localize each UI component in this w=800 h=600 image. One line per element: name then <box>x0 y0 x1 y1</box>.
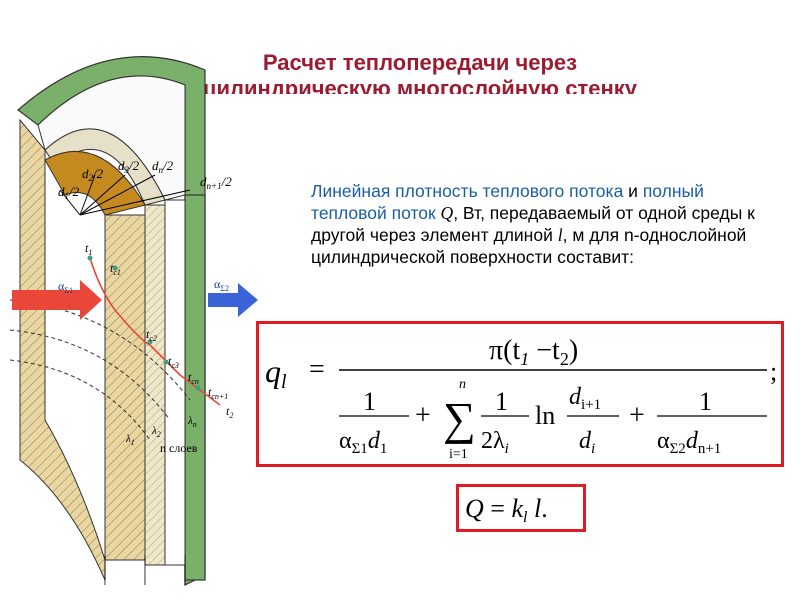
svg-text:;: ; <box>770 357 777 386</box>
svg-text:1: 1 <box>699 387 712 416</box>
label-lambdan: λn <box>187 415 197 429</box>
label-alpha2: αΣ2 <box>214 277 229 293</box>
title-line-2: цилиндрическую многослойную стенку <box>203 76 637 94</box>
label-tc1: tc1 <box>110 261 121 277</box>
label-t1: t1 <box>85 241 92 257</box>
label-n-layers: n слоев <box>160 441 198 455</box>
label-alpha1: αΣ1 <box>58 279 73 295</box>
heat-flux-formula-box: ql = π(t1 −t2) 1 αΣ1d1 + n ∑ i=1 1 2λi l… <box>256 321 784 467</box>
formula-term1-denominator: αΣ1d1 <box>339 428 387 457</box>
heat-out-arrow <box>208 283 258 317</box>
heat-flux-formula: ql = π(t1 −t2) 1 αΣ1d1 + n ∑ i=1 1 2λi l… <box>265 335 777 462</box>
total-heat-flux-formula: Q = kl l. <box>465 494 548 526</box>
svg-text:1: 1 <box>363 387 376 416</box>
formula-eq: = <box>309 354 325 385</box>
formula-term3-denominator: αΣ2dn+1 <box>657 428 721 457</box>
label-d3: d3/2 <box>118 158 140 175</box>
svg-text:+: + <box>629 400 645 431</box>
formula-lhs: ql <box>265 353 287 393</box>
slide-title: Расчет теплопередачи через цилиндрическу… <box>60 50 780 94</box>
label-lambda1: λ1 <box>125 433 135 447</box>
svg-text:+: + <box>415 400 431 431</box>
label-lambda2: λ2 <box>151 425 161 439</box>
formula-ln-denominator: di <box>579 428 595 457</box>
description-text: Линейная плотность теплового потока и по… <box>311 181 755 267</box>
q-formula-text: Q = kl l. <box>465 494 548 526</box>
label-tc2: tc2 <box>146 327 157 343</box>
label-dn: dn/2 <box>152 158 174 175</box>
svg-text:n: n <box>459 377 466 392</box>
description-phrase-1: Линейная плотность теплового потока <box>311 181 624 201</box>
formula-numerator: π(t1 −t2) <box>489 335 578 369</box>
total-heat-flux-formula-box: Q = kl l. <box>456 484 586 532</box>
svg-text:i=1: i=1 <box>449 447 468 462</box>
label-tc3: tc3 <box>168 354 179 370</box>
svg-text:ln: ln <box>535 401 555 430</box>
label-dn1: dn+1/2 <box>200 174 232 191</box>
formula-ln-numerator: di+1 <box>569 384 601 413</box>
label-d1: d1/2 <box>58 184 80 201</box>
formula-sum-sign: ∑ <box>443 393 476 444</box>
label-d2: d2/2 <box>82 166 104 183</box>
label-tcn1: tcn+1 <box>208 385 228 401</box>
svg-text:1: 1 <box>495 387 508 416</box>
description-phrase-2: полный тепловой поток <box>311 181 704 223</box>
label-tcn: tcn <box>188 370 199 386</box>
label-t2: t2 <box>226 404 233 420</box>
formula-two-lambda: 2λi <box>481 428 509 457</box>
title-line-1: Расчет теплопередачи через <box>262 50 578 75</box>
heat-in-arrow <box>12 280 102 320</box>
